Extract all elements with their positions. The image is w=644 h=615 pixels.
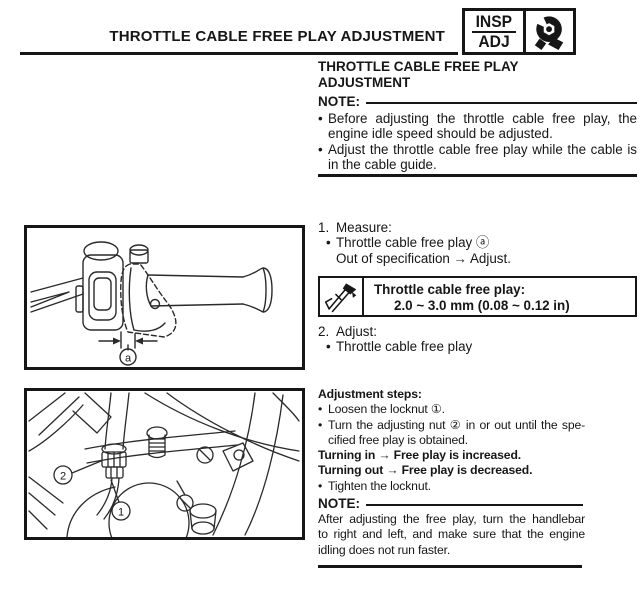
bullet-marker: • — [318, 402, 323, 417]
step-1: • Loosen the locknut ①. — [318, 402, 585, 417]
measure-title-row: 1. Measure: — [318, 220, 637, 235]
step-3: • Tighten the locknut. — [318, 479, 585, 494]
spec-text: Throttle cable free play: 2.0 ~ 3.0 mm (… — [364, 278, 635, 315]
note2-line2: to right and left, and make sure that th… — [318, 527, 585, 542]
note1-rule — [366, 101, 637, 105]
step-2: • Turn the adjusting nut ② in or out unt… — [318, 418, 585, 449]
spec-icon-cell — [320, 278, 364, 315]
bullet-marker: • — [318, 417, 323, 432]
adjust-block: 2. Adjust: • Throttle cable free play — [318, 324, 637, 355]
badge-divider — [472, 30, 516, 33]
adjustment-steps: Adjustment steps: • Loosen the locknut ①… — [318, 387, 585, 494]
bullet-marker: • — [326, 339, 331, 355]
caliper-icon — [324, 282, 357, 312]
note1-bullet-2-text: Adjust the throttle cable free play whil… — [328, 141, 637, 172]
bullet-marker: • — [318, 478, 323, 493]
bullet-marker: • — [318, 111, 323, 126]
note1-bullet-1-text: Before adjusting the throttle cable free… — [328, 111, 637, 142]
turning-out-note: Turning out → Free play is decreased. — [318, 463, 533, 478]
section-heading: THROTTLE CABLE FREE PLAY ADJUSTMENT — [318, 59, 637, 90]
note2-paragraph: After adjusting the free play, turn the … — [318, 512, 585, 558]
steps-heading: Adjustment steps: — [318, 387, 422, 401]
measure-bullet-text: Throttle cable free play ⓐ — [336, 235, 490, 251]
throttle-grip-free-play-drawing: a — [30, 241, 273, 366]
note1-bullet-2: • Adjust the throttle cable free play wh… — [318, 142, 637, 173]
turning-in-note: Turning in → Free play is increased. — [318, 448, 521, 463]
measure-bullet: • Throttle cable free play ⓐ — [326, 235, 637, 250]
note1-label: NOTE: — [318, 94, 360, 109]
bullet-marker: • — [326, 235, 331, 251]
step-2-text: Turn the adjusting nut ② in or out until… — [328, 418, 585, 449]
figure1-label-a: a — [125, 353, 132, 365]
step-1-text: Loosen the locknut ①. — [328, 402, 445, 417]
adjust-title: Adjust: — [336, 324, 377, 339]
note2-line1: After adjusting the free play, turn the … — [318, 512, 585, 526]
page-title: THROTTLE CABLE FREE PLAY ADJUSTMENT — [109, 28, 445, 45]
adjust-title-row: 2. Adjust: — [318, 324, 637, 339]
measure-result: Out of specification → Adjust. — [336, 250, 511, 266]
measure-number: 1. — [318, 220, 330, 235]
chapter-badge-labels: INSP ADJ — [465, 11, 526, 52]
step-2-line1: Turn the adjusting nut ② in or out until… — [328, 417, 585, 432]
note1-bullet-1: • Before adjusting the throttle cable fr… — [318, 111, 637, 142]
section-heading-line1: THROTTLE CABLE FREE PLAY — [318, 59, 519, 74]
note2-header: NOTE: — [318, 496, 583, 511]
badge-bottom-label: ADJ — [478, 31, 510, 51]
badge-logo-cell — [526, 11, 573, 52]
adjust-bullet: • Throttle cable free play — [326, 339, 637, 354]
figure-cable-adjuster: 2 1 — [24, 388, 305, 564]
measure-title: Measure: — [336, 220, 392, 235]
note1-bullets: • Before adjusting the throttle cable fr… — [318, 111, 637, 172]
step-2-line2: cified free play is obtained. — [328, 432, 468, 447]
spec-title: Throttle cable free play: — [374, 282, 526, 297]
step-3-text: Tighten the locknut. — [328, 478, 431, 493]
measure-block: 1. Measure: • Throttle cable free play ⓐ… — [318, 220, 637, 266]
figure2-label-1: 1 — [118, 507, 124, 519]
chapter-badge: INSP ADJ — [462, 8, 576, 55]
wrench-nut-logo-icon — [530, 13, 563, 50]
figure-throttle-grip: a — [24, 225, 305, 370]
spec-value: 2.0 ~ 3.0 mm (0.08 ~ 0.12 in) — [394, 297, 570, 313]
note2-line3: idling does not run faster. — [318, 542, 451, 557]
note1-header: NOTE: — [318, 94, 637, 109]
spec-box: Throttle cable free play: 2.0 ~ 3.0 mm (… — [318, 276, 637, 317]
note2-rule — [366, 503, 583, 507]
cable-adjuster-engine-drawing: 2 1 — [28, 392, 300, 564]
figure2-label-2: 2 — [60, 471, 66, 483]
note2-end-rule — [318, 565, 582, 568]
note1-end-rule — [318, 174, 637, 177]
adjust-number: 2. — [318, 324, 330, 339]
header-rule — [20, 52, 458, 55]
badge-top-label: INSP — [475, 11, 513, 31]
adjust-bullet-text: Throttle cable free play — [336, 339, 473, 355]
note2-label: NOTE: — [318, 496, 360, 511]
bullet-marker: • — [318, 141, 323, 157]
section-heading-line2: ADJUSTMENT — [318, 74, 411, 90]
